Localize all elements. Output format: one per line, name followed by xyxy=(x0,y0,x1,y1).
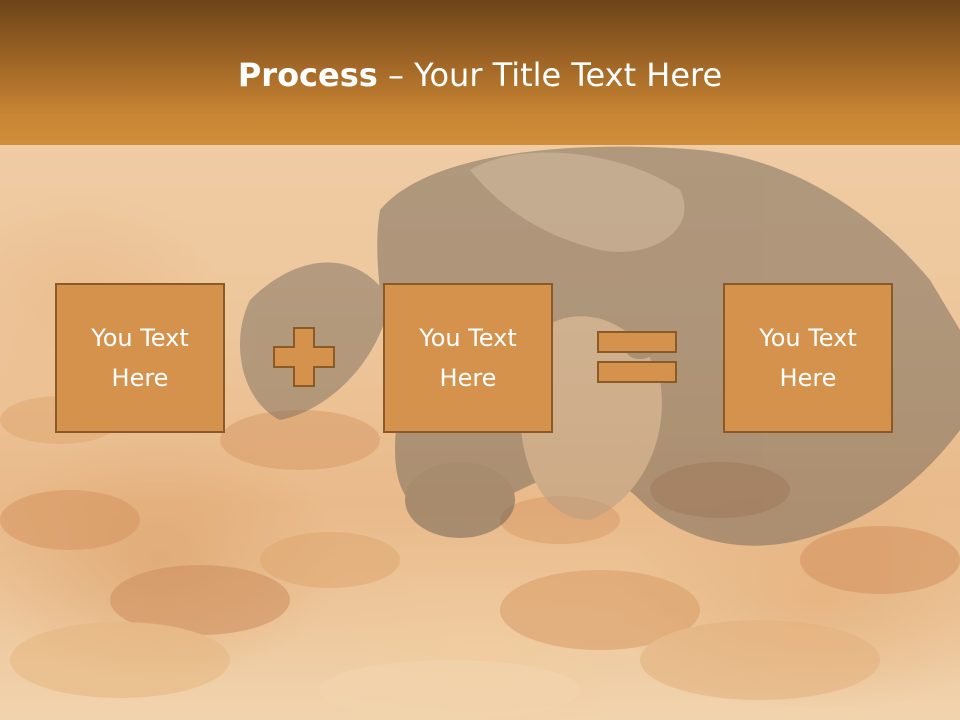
title-bar: Process – Your Title Text Here xyxy=(0,0,960,145)
process-box-3-text: You Text Here xyxy=(759,324,857,392)
title-bold: Process xyxy=(237,55,378,94)
process-box-3[interactable]: You Text Here xyxy=(723,283,893,433)
title-rest: – Your Title Text Here xyxy=(377,55,723,94)
slide-title: Process – Your Title Text Here xyxy=(238,56,722,94)
equals-icon xyxy=(597,331,677,383)
process-box-1[interactable]: You Text Here xyxy=(55,283,225,433)
process-box-2-text: You Text Here xyxy=(419,324,517,392)
process-box-1-text: You Text Here xyxy=(91,324,189,392)
process-box-2[interactable]: You Text Here xyxy=(383,283,553,433)
plus-icon xyxy=(273,327,335,387)
